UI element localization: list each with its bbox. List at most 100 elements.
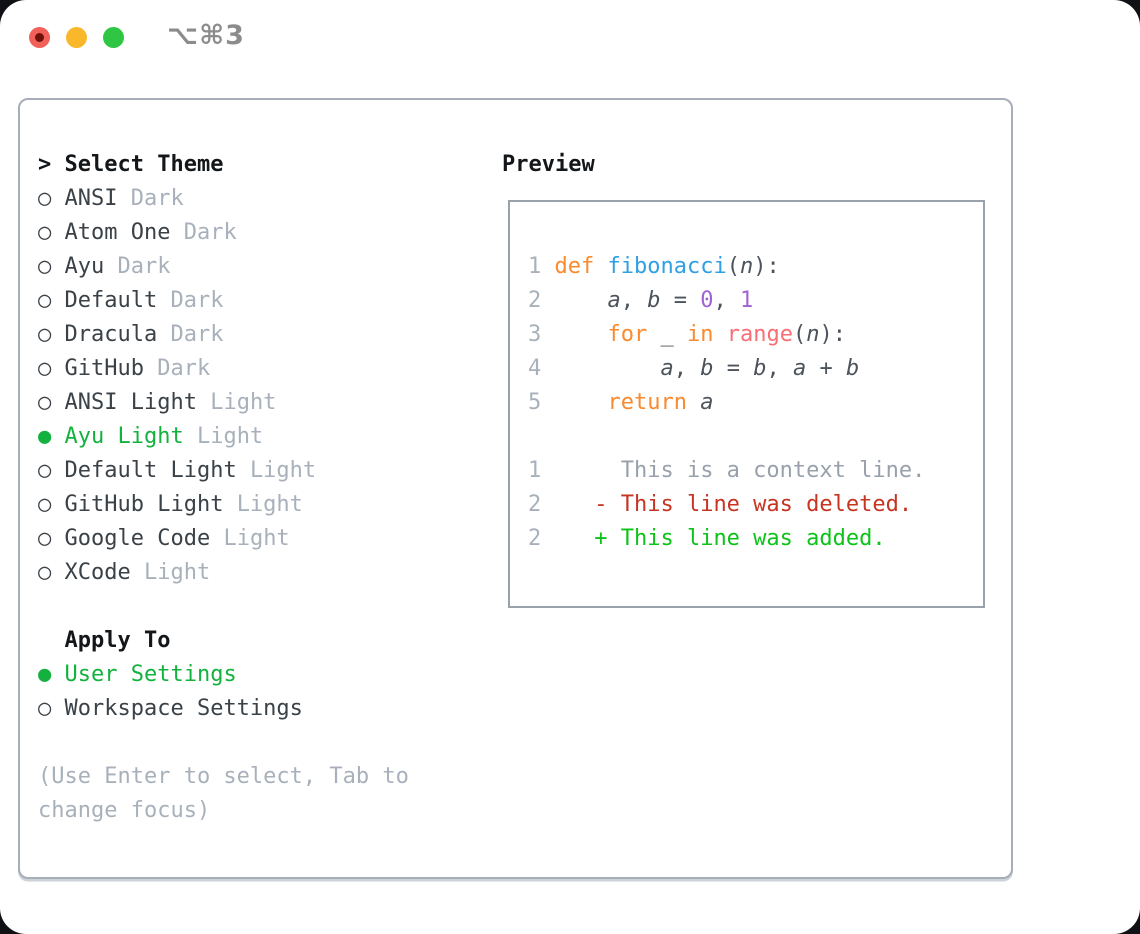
apply-option-user-settings[interactable]: ● User Settings	[38, 658, 409, 692]
theme-variant-label: Dark	[170, 322, 224, 347]
code-token: - This line was deleted.	[554, 492, 913, 517]
zoom-button[interactable]	[103, 27, 124, 48]
theme-name: ANSI	[64, 186, 131, 211]
radio-unselected-icon: ○	[38, 220, 65, 245]
theme-option-ansi[interactable]: ○ ANSI Dark	[38, 182, 409, 216]
theme-name: Default Light	[64, 458, 250, 483]
theme-variant-label: Dark	[183, 220, 237, 245]
code-token: ,	[673, 356, 701, 381]
code-token: (	[726, 254, 740, 279]
traffic-lights	[29, 27, 124, 48]
theme-variant-label: Light	[236, 492, 303, 517]
theme-name: GitHub Light	[64, 492, 237, 517]
code-token	[555, 322, 608, 347]
code-line: 4 a, b = b, a + b	[528, 352, 925, 386]
code-token	[594, 254, 607, 279]
line-number: 5	[528, 390, 555, 415]
theme-option-github-light[interactable]: ○ GitHub Light Light	[38, 488, 409, 522]
theme-name: Google Code	[64, 526, 224, 551]
preview-header: Preview	[502, 152, 595, 177]
theme-option-github[interactable]: ○ GitHub Dark	[38, 352, 409, 386]
theme-name: ANSI Light	[64, 390, 211, 415]
radio-unselected-icon: ○	[38, 254, 65, 279]
code-token: a	[792, 356, 807, 381]
code-token: for	[607, 322, 648, 347]
line-number	[528, 424, 555, 449]
theme-name: Atom One	[64, 220, 184, 245]
code-token: n	[739, 254, 754, 279]
theme-variant-label: Light	[210, 390, 277, 415]
code-token: (	[792, 322, 807, 347]
line-number: 2	[528, 526, 555, 551]
select-theme-title: Select Theme	[64, 152, 224, 177]
line-number: 4	[528, 356, 555, 381]
theme-option-xcode[interactable]: ○ XCode Light	[38, 556, 409, 590]
code-token	[555, 288, 608, 313]
close-button[interactable]	[29, 27, 50, 48]
code-token	[687, 390, 700, 415]
theme-option-dracula[interactable]: ○ Dracula Dark	[38, 318, 409, 352]
theme-option-ayu[interactable]: ○ Ayu Dark	[38, 250, 409, 284]
line-number: 1	[528, 458, 555, 483]
line-number: 1	[528, 254, 555, 279]
apply-option-label: User Settings	[64, 662, 237, 687]
code-token: a	[700, 390, 714, 415]
close-record-dot-icon	[35, 33, 44, 42]
theme-name: GitHub	[64, 356, 158, 381]
theme-variant-label: Dark	[157, 356, 211, 381]
theme-name: XCode	[64, 560, 144, 585]
theme-variant-label: Light	[249, 458, 317, 483]
theme-name: Dracula	[64, 322, 171, 347]
code-token: a	[607, 288, 621, 313]
theme-option-google-code[interactable]: ○ Google Code Light	[38, 522, 409, 556]
code-line: 1 This is a context line.	[528, 454, 925, 488]
radio-unselected-icon: ○	[38, 356, 65, 381]
code-token: 0	[700, 288, 714, 313]
radio-unselected-icon: ○	[38, 492, 65, 517]
theme-option-default-light[interactable]: ○ Default Light Light	[38, 454, 409, 488]
code-line: 5 return a	[528, 386, 925, 420]
theme-name: Default	[64, 288, 171, 313]
code-token: b	[753, 356, 767, 381]
theme-variant-label: Dark	[130, 186, 184, 211]
code-token: =	[660, 288, 701, 313]
code-token: ):	[753, 254, 780, 279]
code-token: ,	[766, 356, 793, 381]
select-theme-header: > Select Theme	[38, 148, 409, 182]
hint-text-line: change focus)	[38, 794, 409, 828]
code-token: This is a context line.	[554, 458, 926, 483]
theme-variant-label: Dark	[117, 254, 171, 279]
theme-option-default[interactable]: ○ Default Dark	[38, 284, 409, 318]
apply-to-title: Apply To	[64, 628, 171, 653]
code-token: b	[647, 288, 661, 313]
radio-unselected-icon: ○	[38, 560, 65, 585]
code-line: 1 def fibonacci(n):	[528, 250, 925, 284]
theme-name: Ayu	[64, 254, 118, 279]
radio-selected-icon: ●	[38, 424, 65, 449]
code-token: b	[700, 356, 714, 381]
radio-unselected-icon: ○	[38, 186, 65, 211]
theme-variant-label: Light	[143, 560, 211, 585]
apply-option-workspace-settings[interactable]: ○ Workspace Settings	[38, 692, 409, 726]
focus-caret-icon: >	[38, 152, 65, 177]
theme-option-ayu-light[interactable]: ● Ayu Light Light	[38, 420, 409, 454]
code-token: def	[554, 254, 595, 279]
theme-variant-label: Dark	[170, 288, 224, 313]
apply-option-label: Workspace Settings	[64, 696, 303, 721]
radio-unselected-icon: ○	[38, 322, 65, 347]
code-token: return	[607, 390, 687, 415]
hint-text: change focus)	[38, 798, 211, 823]
theme-selector-column: > Select Theme○ ANSI Dark○ Atom One Dark…	[38, 148, 409, 828]
code-token: b	[845, 356, 860, 381]
minimize-button[interactable]	[66, 27, 87, 48]
radio-selected-icon: ●	[38, 662, 65, 687]
theme-option-ansi-light[interactable]: ○ ANSI Light Light	[38, 386, 409, 420]
code-line: 2 a, b = 0, 1	[528, 284, 925, 318]
theme-option-atom-one[interactable]: ○ Atom One Dark	[38, 216, 409, 250]
code-token: + This line was added.	[554, 526, 886, 551]
theme-variant-label: Light	[196, 424, 264, 449]
code-token: a	[660, 356, 674, 381]
line-number: 3	[528, 322, 555, 347]
blank-line	[528, 420, 925, 454]
